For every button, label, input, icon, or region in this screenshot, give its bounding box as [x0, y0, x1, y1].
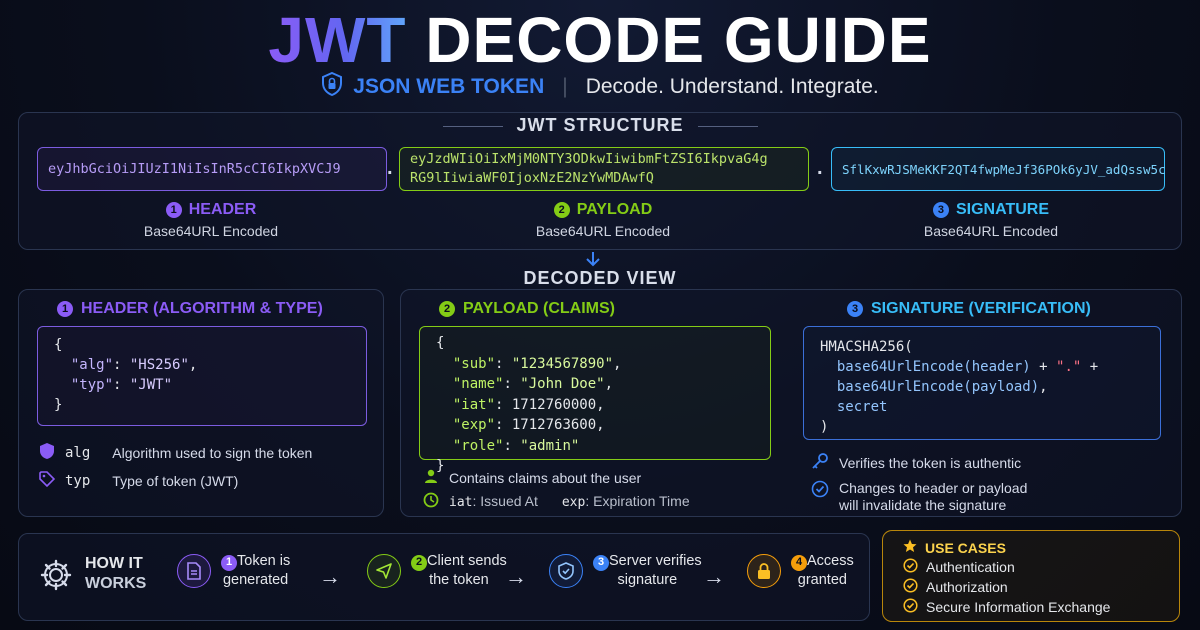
shield-lock-icon: [321, 71, 343, 102]
shield-check-icon: [549, 554, 583, 588]
use-case-item: Authorization: [903, 578, 1008, 596]
send-icon: [367, 554, 401, 588]
signature-token[interactable]: SflKxwRJSMeKKF2QT4fwpMeJf36POk6yJV_adQss…: [831, 147, 1166, 191]
number-badge: 3: [932, 202, 949, 218]
jwt-structure-panel: JWT STRUCTURE eyJhbGciOiJIUzI1NiIsInR5cC…: [18, 112, 1182, 250]
check-circle-icon: [903, 578, 918, 596]
jwt-structure-label: JWT STRUCTURE: [19, 115, 1181, 136]
subtitle: JSON WEB TOKEN | Decode. Understand. Int…: [0, 71, 1200, 102]
use-case-item: Secure Information Exchange: [903, 598, 1110, 616]
key-icon: [811, 452, 829, 473]
star-icon: [903, 539, 917, 556]
arrow-right-icon: →: [319, 564, 341, 589]
lock-icon: [747, 554, 781, 588]
signature-code: HMACSHA256( base64UrlEncode(header) + ".…: [803, 326, 1161, 440]
payload-note-times: iat: Issued At exp: Expiration Time: [423, 492, 690, 511]
subtitle-tagline: Decode. Understand. Integrate.: [585, 75, 879, 98]
gear-icon: [39, 558, 73, 597]
number-badge: 2: [553, 202, 570, 218]
how-it-works-title: HOW IT WORKS: [85, 555, 147, 592]
number-badge: 1: [165, 202, 182, 218]
page-title: JWT DECODE GUIDE: [0, 4, 1200, 76]
header-token[interactable]: eyJhbGciOiJIUzI1NiIsInR5cCI6IkpXVCJ9: [37, 147, 387, 191]
title-jwt: JWT: [268, 4, 407, 76]
title-rest: DECODE GUIDE: [406, 4, 932, 76]
use-cases-panel: USE CASES Authentication Authorization S…: [882, 530, 1180, 622]
typ-note: typ Type of token (JWT): [39, 471, 238, 490]
payload-note-claims: Contains claims about the user: [423, 468, 641, 487]
document-icon: [177, 554, 211, 588]
tag-icon: [39, 471, 56, 490]
arrow-right-icon: →: [703, 564, 725, 589]
signature-note-verify: Verifies the token is authentic: [811, 452, 1021, 473]
payload-token[interactable]: eyJzdWIiOiIxMjM0NTY3ODkwIiwibmFtZSI6Ikpv…: [399, 147, 809, 191]
token-separator-1: .: [387, 157, 393, 179]
subtitle-brand: JSON WEB TOKEN: [353, 75, 545, 98]
shield-icon: [39, 442, 55, 463]
use-case-item: Authentication: [903, 558, 1015, 576]
payload-json-code: { "sub": "1234567890", "name": "John Doe…: [419, 326, 771, 474]
check-circle-icon: [811, 480, 829, 501]
use-cases-title: USE CASES: [903, 539, 1006, 556]
check-circle-icon: [903, 598, 918, 616]
token-separator-2: .: [817, 157, 823, 179]
user-icon: [423, 468, 439, 487]
arrow-down-icon: [584, 250, 602, 273]
clock-icon: [423, 492, 439, 511]
alg-note: alg Algorithm used to sign the token: [39, 442, 312, 463]
arrow-right-icon: →: [505, 564, 527, 589]
header-json-code: { "alg": "HS256", "typ": "JWT" }: [37, 326, 367, 426]
payload-token-line2: RG9lIiwiaWF0IjoxNzE2NzYwMDAwfQ: [410, 170, 654, 186]
check-circle-icon: [903, 558, 918, 576]
subtitle-separator: |: [562, 75, 568, 98]
payload-token-line1: eyJzdWIiOiIxMjM0NTY3ODkwIiwibmFtZSI6Ikpv…: [410, 151, 768, 167]
decoded-view-label: DECODED VIEW: [523, 268, 677, 288]
